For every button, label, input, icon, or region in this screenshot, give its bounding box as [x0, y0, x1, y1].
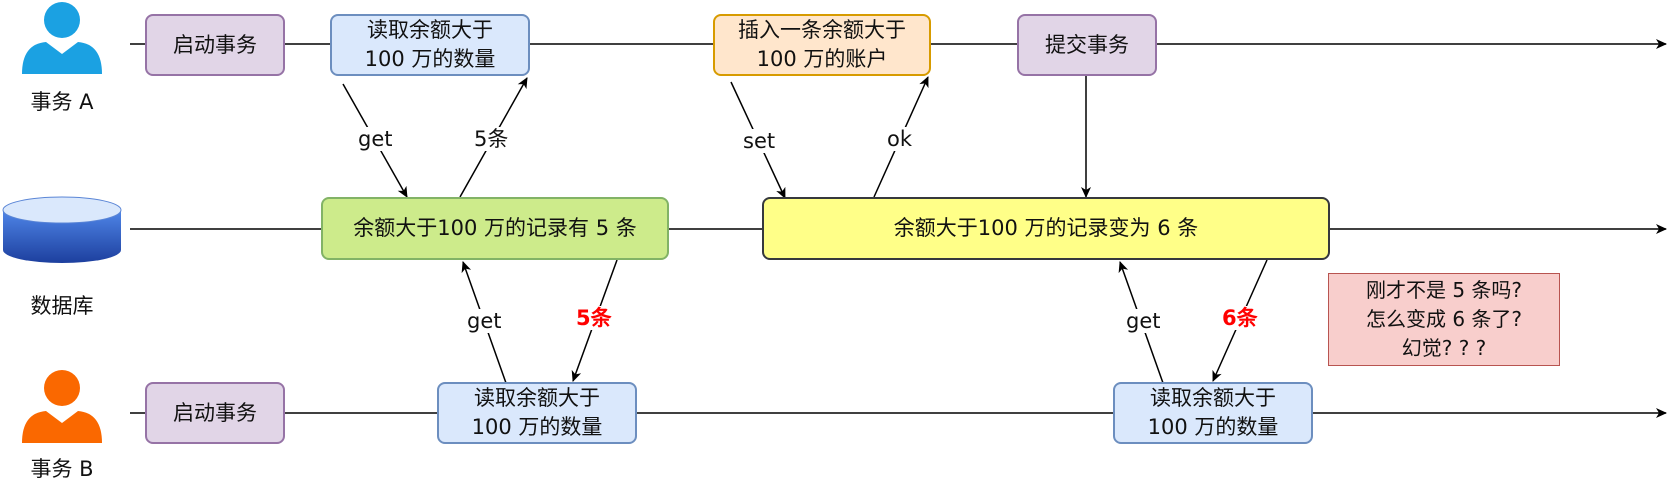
actor-b-icon [22, 370, 102, 443]
a-commit-box: 提交事务 [1017, 14, 1157, 76]
lane-label-db: 数据库 [30, 294, 94, 318]
b-read-box-2: 读取余额大于 100 万的数量 [1113, 382, 1313, 444]
a-read-box: 读取余额大于 100 万的数量 [330, 14, 530, 76]
edge-label-b-get1: get [465, 309, 504, 333]
a-start-box: 启动事务 [145, 14, 285, 76]
b-start-box: 启动事务 [145, 382, 285, 444]
edge-label-b-result1: 5条 [574, 306, 614, 330]
lane-label-b: 事务 B [30, 457, 94, 481]
db-state-box-1: 余额大于100 万的记录有 5 条 [321, 197, 669, 260]
b-read-box-1: 读取余额大于 100 万的数量 [437, 382, 637, 444]
database-icon [2, 196, 122, 263]
edge-label-a-get: get [356, 127, 395, 151]
edge-label-b-get2: get [1124, 309, 1163, 333]
a-insert-box: 插入一条余额大于 100 万的账户 [713, 14, 931, 76]
edge-label-a-ok: ok [885, 127, 915, 151]
db-state-box-2: 余额大于100 万的记录变为 6 条 [762, 197, 1330, 260]
edge-label-a-result: 5条 [472, 127, 511, 151]
edge-label-b-result2: 6条 [1220, 306, 1260, 330]
confusion-note: 刚才不是 5 条吗? 怎么变成 6 条了? 幻觉? ? ? [1328, 273, 1560, 366]
edge-label-a-set: set [741, 129, 778, 153]
lane-label-a: 事务 A [30, 90, 94, 114]
actor-a-icon [22, 2, 102, 74]
